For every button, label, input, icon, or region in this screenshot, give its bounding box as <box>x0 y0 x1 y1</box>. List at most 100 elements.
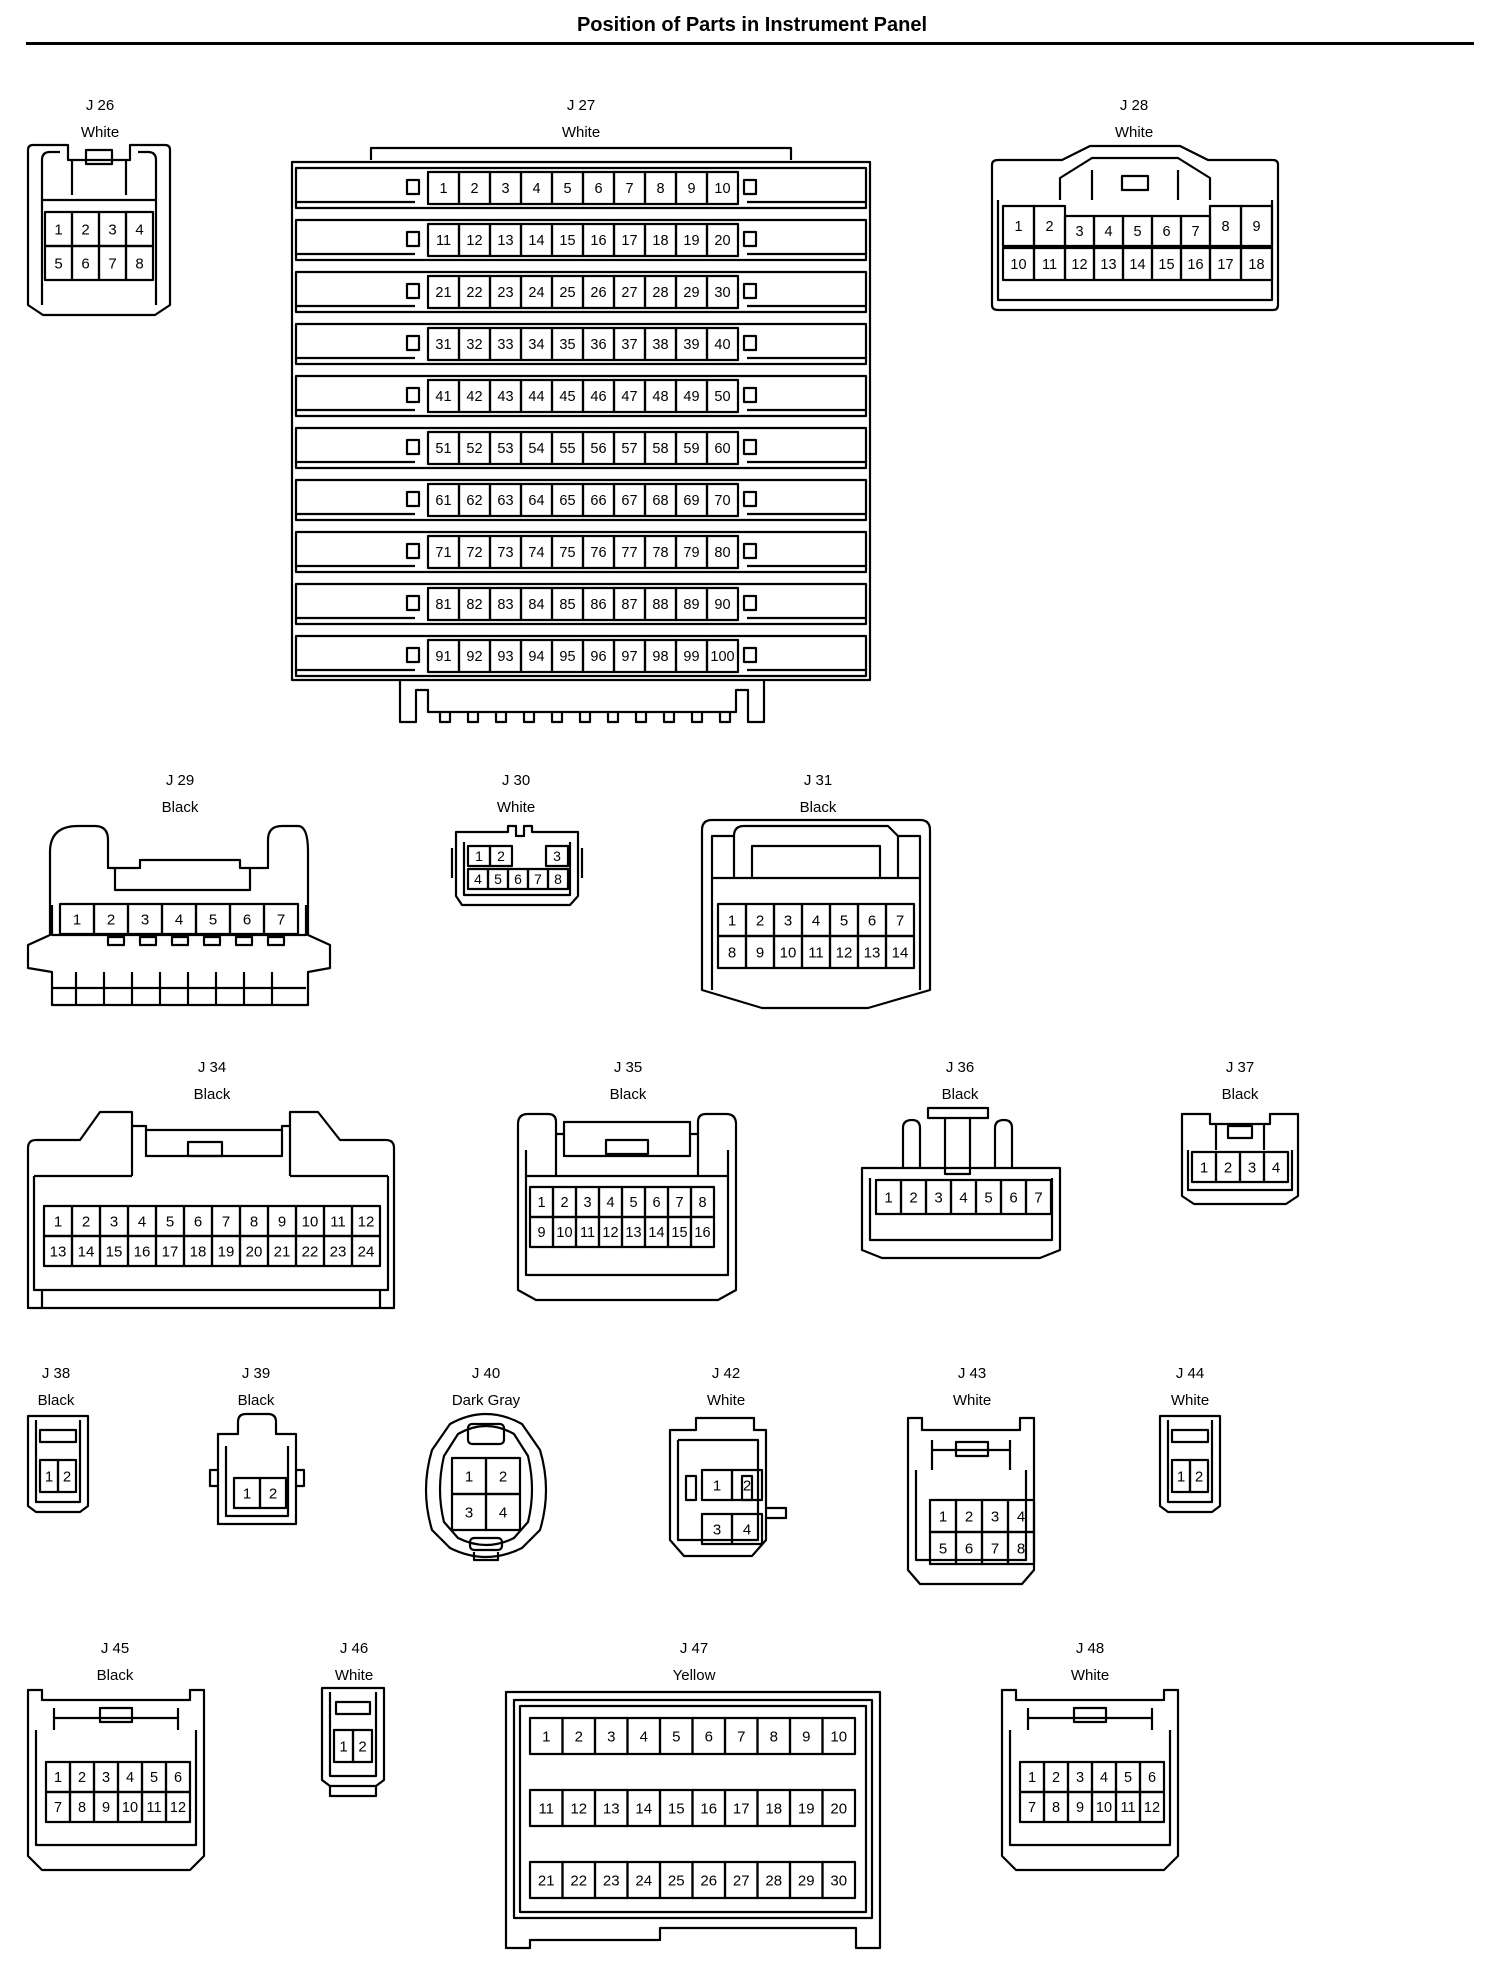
pin-number: 7 <box>625 181 633 197</box>
pin-number: 10 <box>780 944 797 961</box>
pin-number: 61 <box>435 493 451 509</box>
pin-cell <box>705 586 740 622</box>
connector-color: Black <box>238 1392 275 1409</box>
pin-number: 7 <box>896 912 904 929</box>
connector-color: White <box>1115 124 1153 141</box>
pin-number: 5 <box>494 871 502 887</box>
pin-cell <box>350 1234 382 1268</box>
pin-cell <box>705 274 740 310</box>
pin-number: 3 <box>583 1195 591 1211</box>
pin-number: 8 <box>1017 1540 1025 1557</box>
pin-number: 2 <box>470 181 478 197</box>
pin-number: 3 <box>108 221 116 238</box>
pin-number: 10 <box>1010 257 1026 273</box>
pin-number: 18 <box>1248 257 1264 273</box>
connector-color: White <box>953 1392 991 1409</box>
pin-number: 38 <box>652 337 668 353</box>
pin-cell <box>705 170 740 206</box>
pin-number: 1 <box>439 181 447 197</box>
pin-cell <box>1239 204 1274 248</box>
connector-color: White <box>562 124 600 141</box>
pin-number: 3 <box>1076 1770 1084 1786</box>
pin-number: 7 <box>54 1800 62 1816</box>
pin-number: 25 <box>559 285 575 301</box>
pin-cell <box>544 844 570 868</box>
pin-number: 6 <box>965 1540 973 1557</box>
pin-number: 17 <box>1217 257 1233 273</box>
pin-number: 14 <box>1129 257 1145 273</box>
pin-number: 87 <box>621 597 637 613</box>
pin-number: 35 <box>559 337 575 353</box>
pin-number: 100 <box>710 649 734 665</box>
pin-number: 1 <box>54 1213 62 1230</box>
connector-color: White <box>1071 1667 1109 1684</box>
pin-number: 9 <box>687 181 695 197</box>
pin-number: 2 <box>1052 1770 1060 1786</box>
pin-number: 23 <box>603 1872 620 1889</box>
connector-color: Black <box>162 799 199 816</box>
pin-number: 6 <box>652 1195 660 1211</box>
pin-number: 3 <box>934 1189 942 1206</box>
pin-cell <box>689 1215 716 1249</box>
pin-number: 7 <box>1191 224 1199 240</box>
connector-id: J 40 <box>472 1365 500 1382</box>
pin-number: 54 <box>528 441 544 457</box>
pin-number: 92 <box>466 649 482 665</box>
pin-number: 2 <box>269 1485 277 1502</box>
pin-number: 29 <box>683 285 699 301</box>
pin-number: 7 <box>675 1195 683 1211</box>
pin-number: 2 <box>82 1213 90 1230</box>
pin-number: 33 <box>497 337 513 353</box>
pin-number: 2 <box>743 1477 751 1494</box>
pin-number: 3 <box>501 181 509 197</box>
connector-id: J 28 <box>1120 97 1148 114</box>
pin-number: 24 <box>635 1872 652 1889</box>
pin-number: 1 <box>339 1738 347 1755</box>
connector-id: J 35 <box>614 1059 642 1076</box>
pin-number: 37 <box>621 337 637 353</box>
pin-cell <box>705 430 740 466</box>
pin-number: 11 <box>538 1800 554 1817</box>
pin-number: 93 <box>497 649 513 665</box>
pin-number: 19 <box>683 233 699 249</box>
pin-number: 11 <box>808 944 824 961</box>
pin-number: 10 <box>830 1728 847 1745</box>
pin-number: 55 <box>559 441 575 457</box>
connector-color: Black <box>1222 1086 1259 1103</box>
pin-number: 14 <box>892 944 909 961</box>
pin-number: 58 <box>652 441 668 457</box>
pin-number: 77 <box>621 545 637 561</box>
pin-number: 41 <box>435 389 451 405</box>
pin-number: 13 <box>864 944 881 961</box>
pin-number: 12 <box>570 1800 587 1817</box>
pin-number: 5 <box>166 1213 174 1230</box>
pin-number: 3 <box>784 912 792 929</box>
pin-number: 1 <box>465 1468 473 1485</box>
pin-number: 4 <box>812 912 820 929</box>
pin-number: 4 <box>640 1728 648 1745</box>
pin-number: 1 <box>45 1468 53 1485</box>
pin-number: 60 <box>714 441 730 457</box>
pin-number: 34 <box>528 337 544 353</box>
pin-number: 86 <box>590 597 606 613</box>
pin-number: 7 <box>108 255 116 272</box>
pin-number: 64 <box>528 493 544 509</box>
connector-id: J 42 <box>712 1365 740 1382</box>
pin-number: 14 <box>78 1243 95 1260</box>
connector-color: Black <box>38 1392 75 1409</box>
pin-number: 1 <box>1028 1770 1036 1786</box>
pin-number: 7 <box>534 871 542 887</box>
pin-number: 10 <box>302 1213 319 1230</box>
pin-number: 4 <box>1017 1508 1025 1525</box>
pin-cell <box>705 482 740 518</box>
pin-number: 4 <box>1100 1770 1108 1786</box>
pin-cell <box>1024 1178 1053 1216</box>
pin-number: 3 <box>110 1213 118 1230</box>
pin-number: 29 <box>798 1872 815 1889</box>
pin-number: 6 <box>1162 224 1170 240</box>
connector-color: Black <box>194 1086 231 1103</box>
pin-number: 82 <box>466 597 482 613</box>
